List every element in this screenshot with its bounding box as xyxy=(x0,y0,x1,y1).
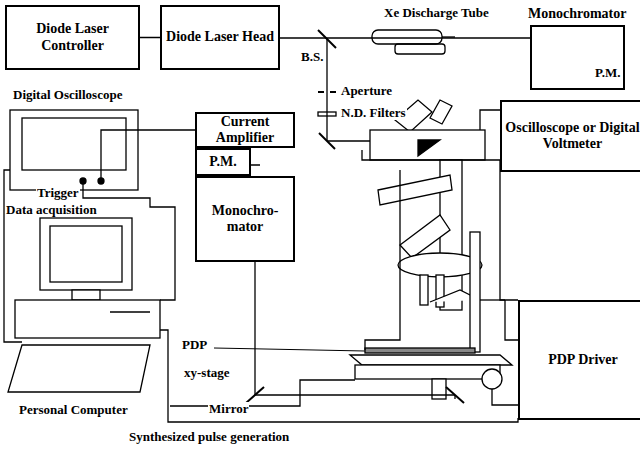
light-path xyxy=(255,394,455,395)
part-label: Mirror xyxy=(208,402,249,416)
box-label: P.M. xyxy=(209,154,236,170)
box-label: Current Amplifier xyxy=(200,114,290,146)
part-label: Aperture xyxy=(340,84,393,98)
box-label: Diode Laser Controller xyxy=(10,21,135,53)
pdp-panel xyxy=(365,348,475,353)
amplifier-box: Current Amplifier xyxy=(195,112,295,148)
leader-line xyxy=(214,348,365,351)
laser-beam xyxy=(326,38,327,140)
nd-filter xyxy=(318,112,336,116)
part-label: Digital Oscilloscope xyxy=(12,88,123,102)
laser-head-box: Diode Laser Head xyxy=(160,5,280,70)
box-label: PDP Driver xyxy=(548,352,618,368)
part-label: xy-stage xyxy=(183,366,231,380)
part-label: PDP xyxy=(181,338,208,352)
part-label: Personal Computer xyxy=(18,403,129,417)
digital-oscilloscope xyxy=(10,110,138,190)
controller-box: Diode Laser Controller xyxy=(5,5,140,70)
box-label: Oscilloscope or Digital Voltmeter xyxy=(505,120,640,152)
personal-computer xyxy=(8,218,160,392)
part-label: Data acquisition xyxy=(5,203,98,217)
driver-box: PDP Driver xyxy=(518,300,640,420)
xe-discharge-tube xyxy=(372,30,455,54)
part-label: B.S. xyxy=(300,50,324,64)
light-path xyxy=(254,262,255,395)
box-heading: Monochromator xyxy=(528,6,627,22)
part-label: Trigger xyxy=(36,186,80,200)
part-label: N.D. Filters xyxy=(340,106,407,120)
instrument-box: Oscilloscope or Digital Voltmeter xyxy=(500,100,640,172)
laser-beam xyxy=(280,37,530,38)
signal-wire xyxy=(4,110,518,422)
part-label: P.M. xyxy=(594,66,622,80)
box-label: Diode Laser Head xyxy=(166,29,274,45)
photomultiplier-box: P.M. xyxy=(195,148,251,176)
part-label: Synthesized pulse generation xyxy=(128,430,290,444)
box-label: Monochro- mator xyxy=(200,203,290,235)
monochromator-box: Monochro- mator xyxy=(195,176,295,262)
cable-line xyxy=(140,37,160,39)
part-label: Xe Discharge Tube xyxy=(383,6,490,20)
mirror xyxy=(446,387,464,403)
microscope xyxy=(370,100,485,352)
aperture xyxy=(318,91,336,93)
xy-stage xyxy=(350,355,512,399)
